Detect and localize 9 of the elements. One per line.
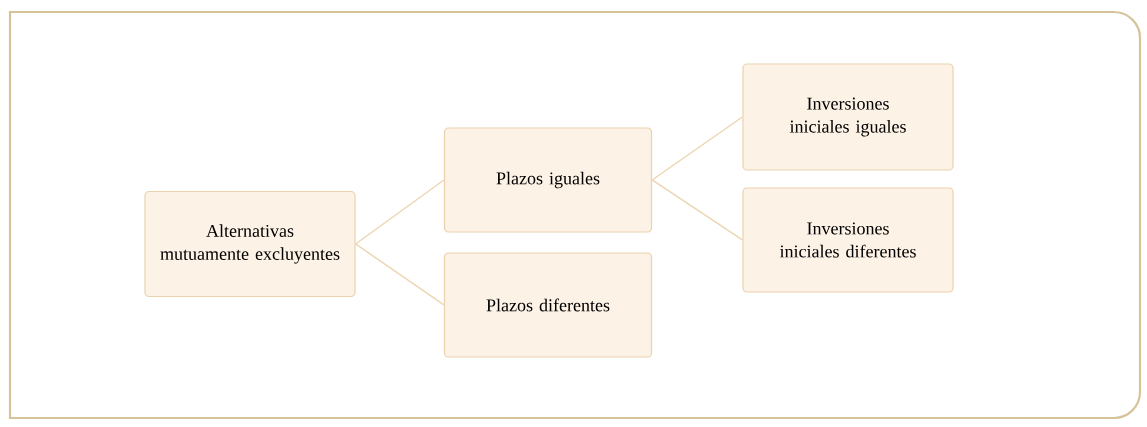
process-box: Inversiones iniciales iguales bbox=[742, 63, 954, 171]
process-box: Inversiones iniciales diferentes bbox=[742, 187, 954, 293]
connector-line bbox=[354, 179, 445, 245]
connector-line bbox=[651, 116, 744, 181]
connector-line bbox=[651, 179, 744, 241]
process-box: Alternativas mutuamente excluyentes bbox=[144, 190, 356, 298]
process-box: Plazos diferentes bbox=[443, 252, 653, 358]
connector-line bbox=[354, 243, 445, 306]
process-box: Plazos iguales bbox=[443, 127, 653, 233]
